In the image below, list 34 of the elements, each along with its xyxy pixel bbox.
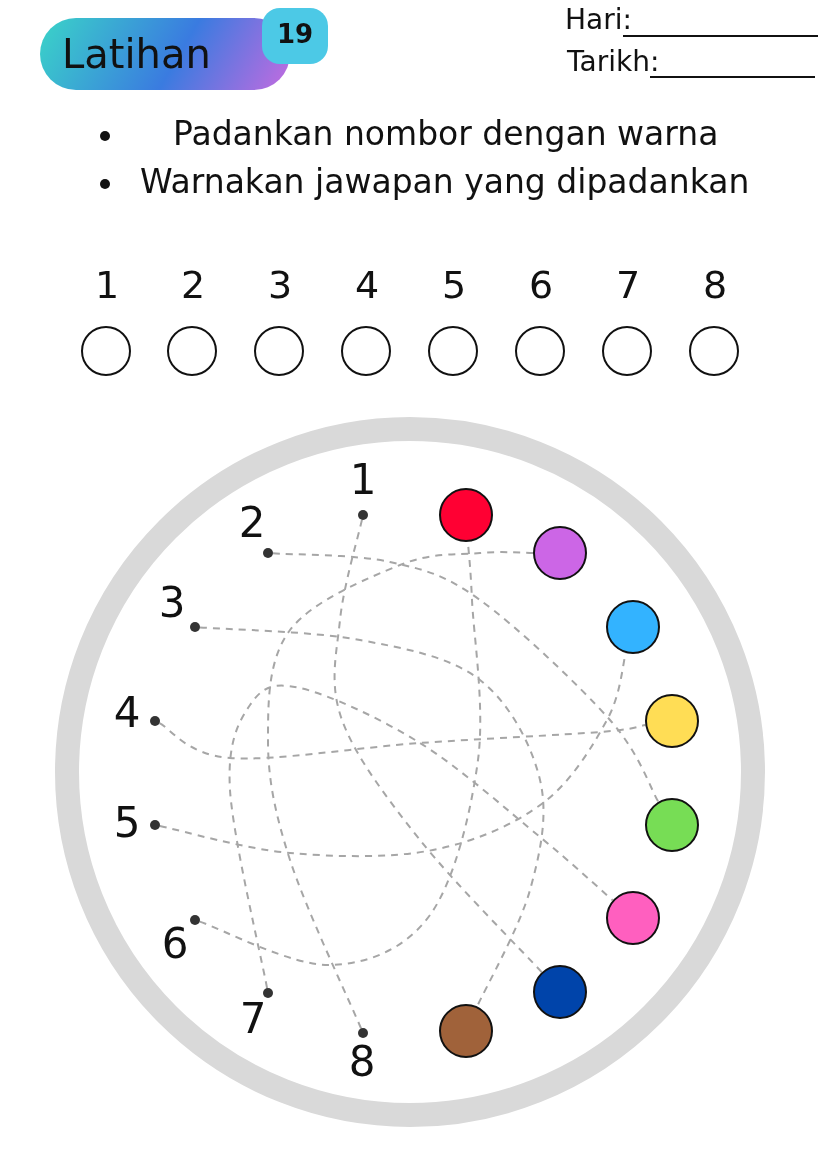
number-label: 5	[440, 262, 468, 308]
number-text: 2	[238, 501, 266, 545]
color-circle	[439, 488, 493, 542]
number-label: 7	[614, 262, 642, 308]
number-text: 6	[161, 922, 189, 966]
dashed-connector	[228, 684, 614, 990]
number-text: 1	[349, 458, 377, 502]
number-label: 8	[701, 262, 729, 308]
number-text: 3	[158, 581, 186, 625]
number-label: 3	[266, 262, 294, 308]
color-circle	[606, 891, 660, 945]
exercise-number-badge: 19	[262, 8, 328, 64]
color-circle	[645, 694, 699, 748]
field-label: Hari:	[565, 2, 632, 38]
number-label: 1	[93, 262, 121, 308]
number-text: 4	[113, 691, 141, 735]
color-circle	[606, 600, 660, 654]
number-text: 7	[239, 997, 267, 1041]
dashed-connector	[272, 552, 660, 803]
dashed-connector	[267, 551, 534, 1030]
dashed-connector	[333, 518, 543, 974]
number-label: 2	[179, 262, 207, 308]
number-label: 6	[527, 262, 555, 308]
instruction-text: Warnakan jawapan yang dipadankan	[140, 161, 750, 203]
color-circle	[645, 798, 699, 852]
number-text: 8	[348, 1040, 376, 1084]
color-circle	[533, 965, 587, 1019]
field-label: Tarikh:	[567, 44, 660, 80]
instruction-text: Padankan nombor dengan warna	[173, 113, 719, 155]
number-label: 4	[353, 262, 381, 308]
color-circle	[533, 526, 587, 580]
color-circle	[439, 1004, 493, 1058]
dashed-connector	[158, 722, 647, 760]
number-text: 5	[113, 801, 141, 845]
